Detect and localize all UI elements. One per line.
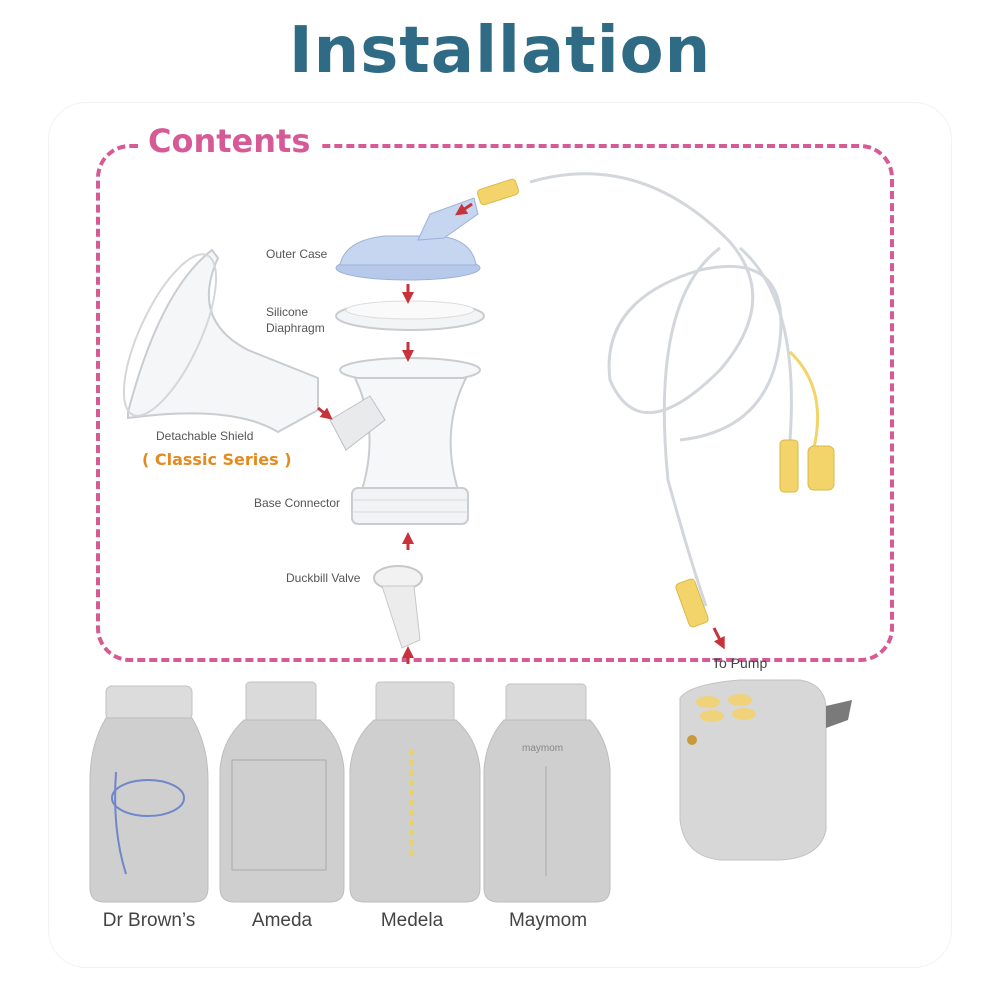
label-diaphragm-line2: Diaphragm xyxy=(266,321,325,335)
bottle-ameda-illustration xyxy=(219,681,345,903)
duckbill-valve-illustration xyxy=(373,565,423,649)
label-maymom: Maymom xyxy=(508,910,588,931)
label-drbrowns: Dr Brown’s xyxy=(102,910,196,931)
label-duckbill-valve: Duckbill Valve xyxy=(286,571,361,585)
label-classic-series: ( Classic Series ) xyxy=(142,450,292,469)
bottle-drbrowns-illustration xyxy=(89,685,209,903)
tubing-illustration xyxy=(477,172,835,628)
diaphragm-illustration xyxy=(335,300,485,331)
outer-case-illustration xyxy=(335,197,481,281)
contents-border xyxy=(96,144,894,662)
label-medela: Medela xyxy=(380,910,444,931)
pump-illustration xyxy=(679,679,852,861)
page-title: Installation xyxy=(288,14,712,88)
base-connector-illustration xyxy=(329,357,481,525)
label-base-connector: Base Connector xyxy=(254,496,341,510)
label-outer-case: Outer Case xyxy=(266,247,328,261)
label-to-pump: To Pump xyxy=(712,655,768,671)
assembly-arrows xyxy=(317,202,725,664)
label-ameda: Ameda xyxy=(251,910,313,931)
label-diaphragm-line1: Silicone xyxy=(266,305,309,319)
bottle-maymom-illustration xyxy=(483,683,611,903)
contents-heading: Contents xyxy=(138,122,321,160)
bottle-medela-illustration xyxy=(349,681,481,903)
maymom-bottle-brand: maymom xyxy=(522,743,564,754)
detachable-shield-illustration xyxy=(122,248,319,434)
label-detachable-shield: Detachable Shield xyxy=(156,429,254,443)
